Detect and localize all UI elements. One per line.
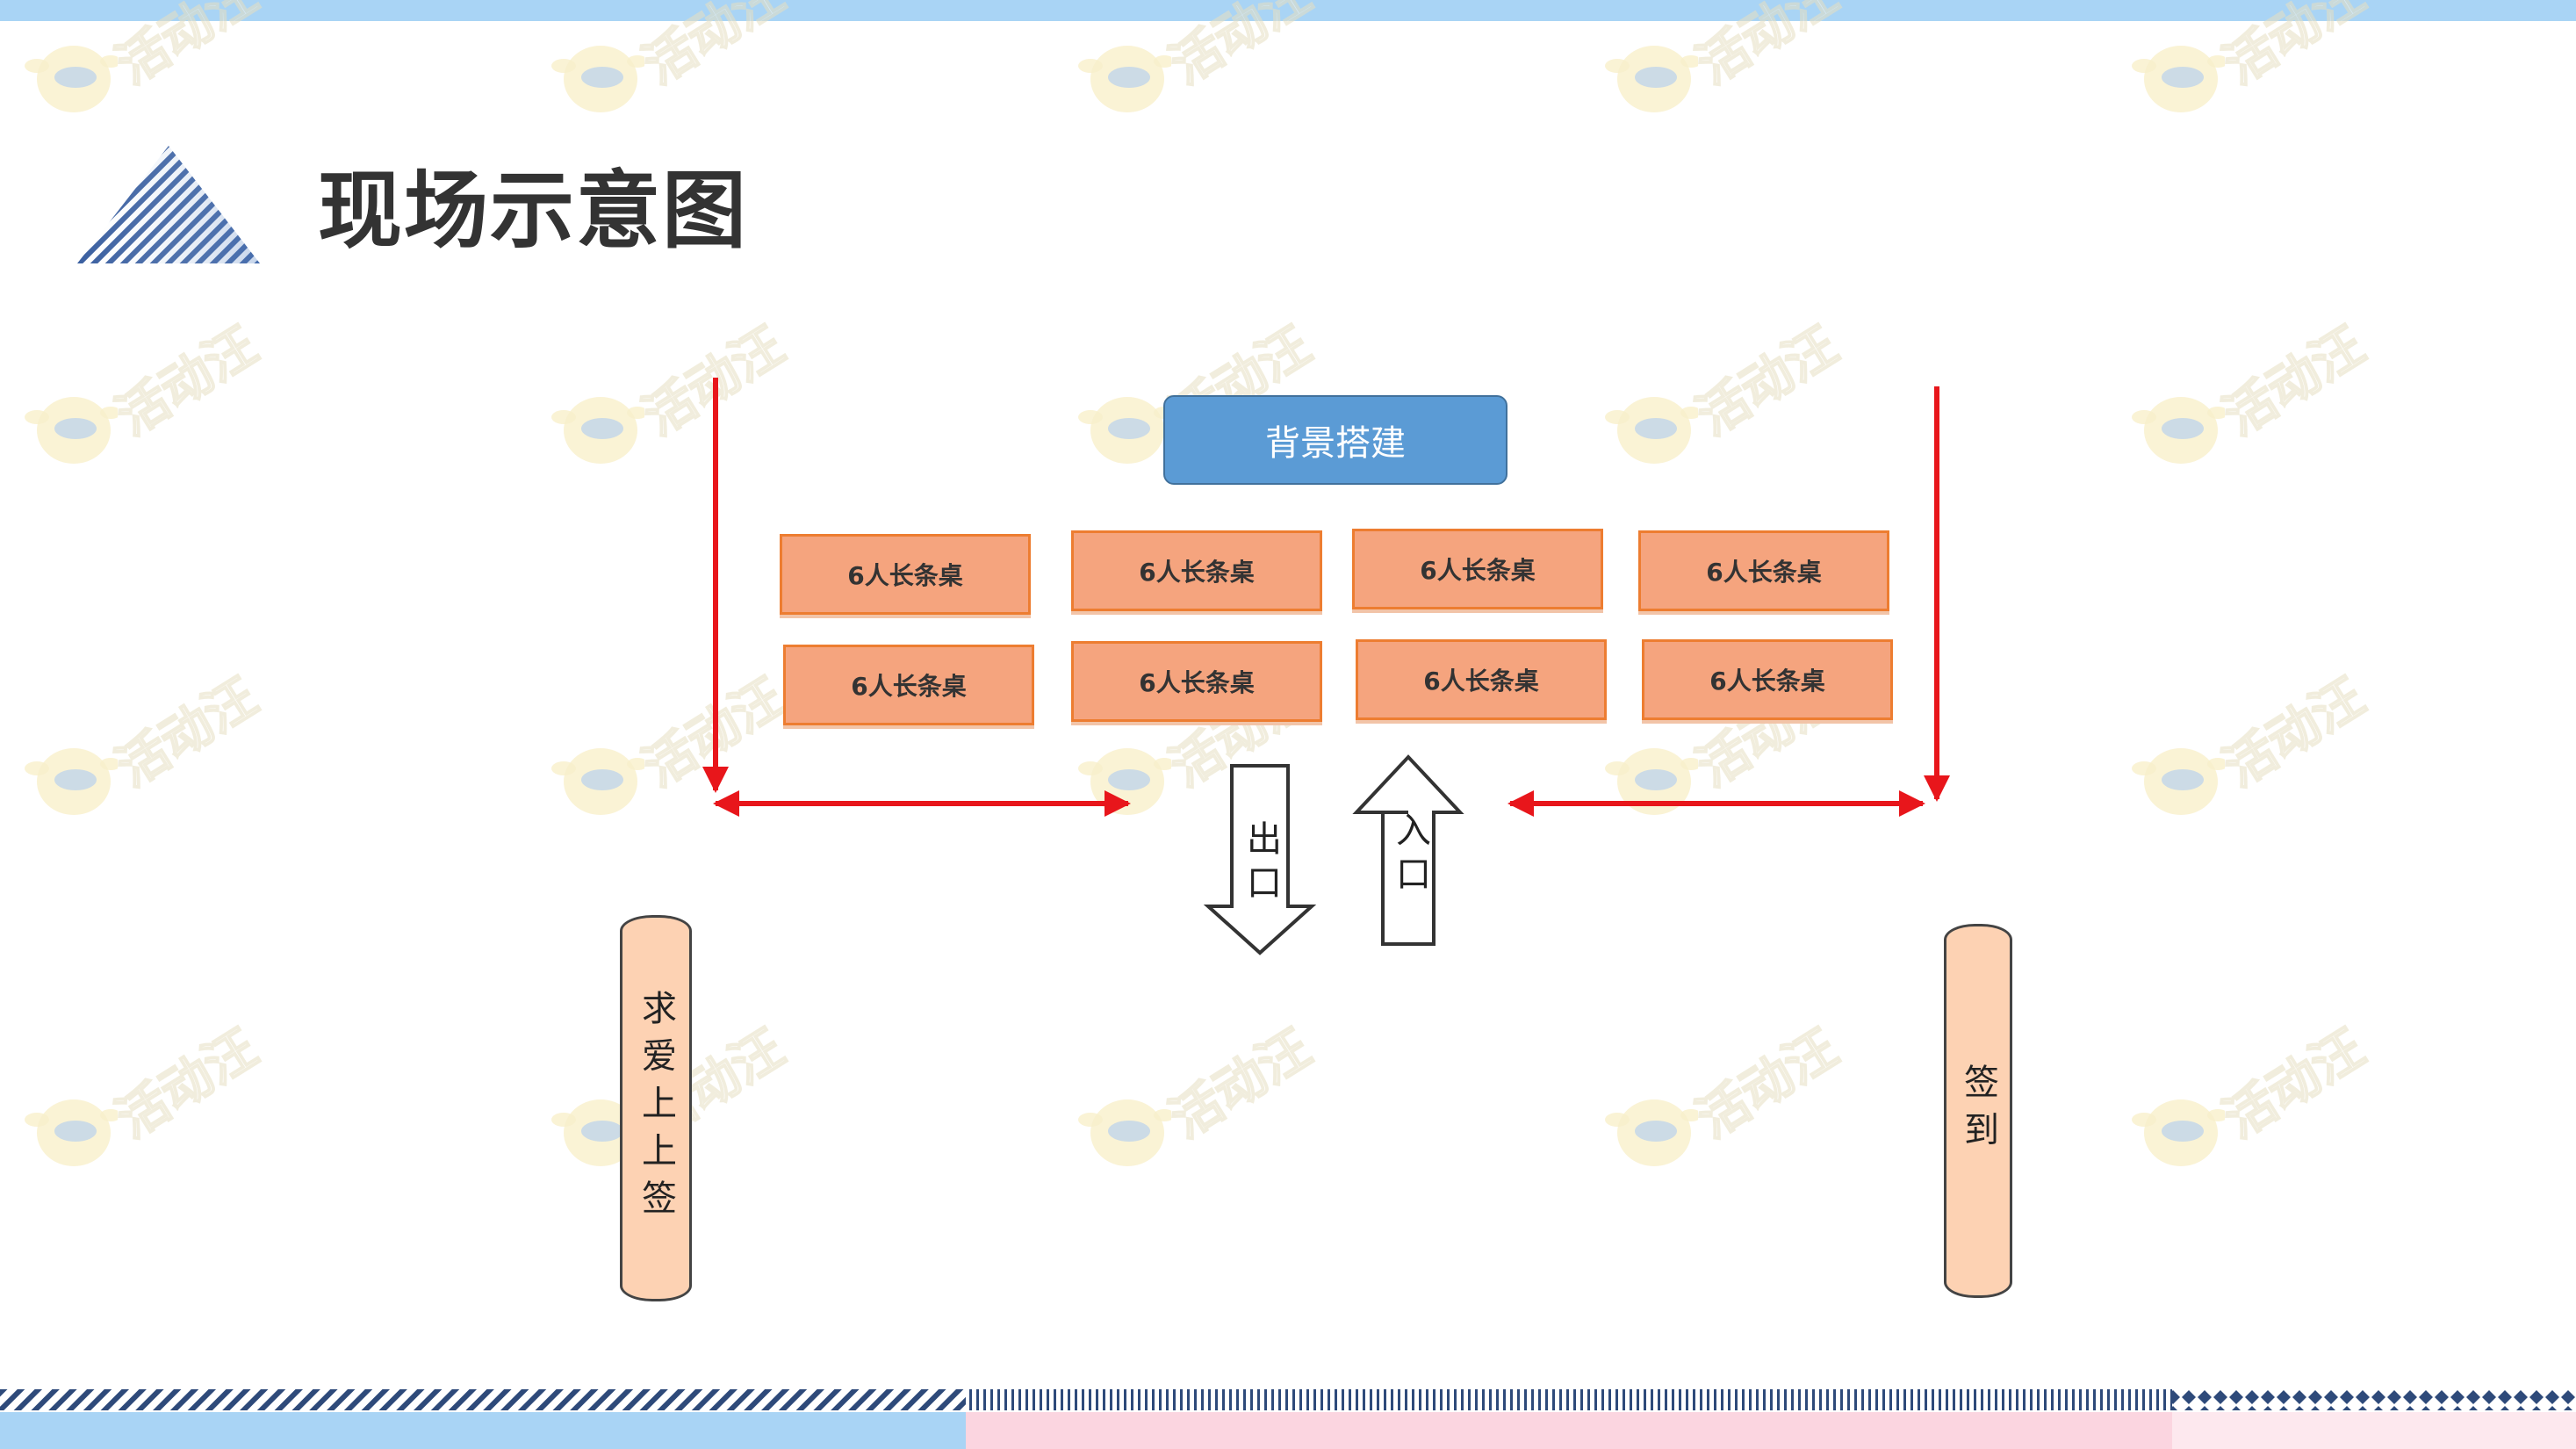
bottom-decor-bar bbox=[0, 1389, 2576, 1449]
mascot-icon bbox=[25, 748, 121, 815]
table-box: 6人长条桌 bbox=[783, 645, 1034, 725]
right-banner-text: 签到 bbox=[1958, 1063, 1998, 1158]
watermark: 活动汪 bbox=[2128, 0, 2375, 176]
entrance-arrow-shape bbox=[1352, 754, 1464, 946]
mascot-icon bbox=[2132, 1099, 2228, 1166]
page-title: 现场示意图 bbox=[318, 162, 748, 260]
mascot-icon bbox=[25, 46, 121, 112]
table-box: 6人长条桌 bbox=[1071, 641, 1322, 722]
entrance-label: 入口 bbox=[1390, 811, 1430, 899]
watermark: 活动汪 bbox=[1075, 1017, 1321, 1229]
mascot-icon bbox=[1605, 397, 1702, 464]
watermark: 活动汪 bbox=[1601, 314, 1848, 527]
watermark: 活动汪 bbox=[1601, 0, 1848, 176]
top-accent-bar bbox=[0, 0, 2576, 21]
right-banner: 签到 bbox=[1944, 924, 2012, 1298]
mascot-icon bbox=[1078, 397, 1175, 464]
mascot-icon bbox=[551, 397, 648, 464]
table-box: 6人长条桌 bbox=[1352, 529, 1603, 609]
watermark: 活动汪 bbox=[21, 0, 268, 176]
watermark: 活动汪 bbox=[1075, 314, 1321, 527]
mascot-icon bbox=[551, 748, 648, 815]
watermark: 活动汪 bbox=[2128, 1017, 2375, 1229]
mascot-icon bbox=[1605, 1099, 1702, 1166]
mascot-icon bbox=[25, 397, 121, 464]
table-box: 6人长条桌 bbox=[1642, 639, 1893, 720]
watermark: 活动汪 bbox=[1601, 1017, 1848, 1229]
mascot-icon bbox=[2132, 397, 2228, 464]
watermark: 活动汪 bbox=[548, 1017, 795, 1229]
mascot-icon bbox=[1078, 46, 1175, 112]
exit-label: 出口 bbox=[1241, 820, 1281, 908]
striped-triangle-icon bbox=[77, 146, 260, 263]
watermark: 活动汪 bbox=[21, 1017, 268, 1229]
backdrop-box: 背景搭建 bbox=[1163, 395, 1507, 485]
watermark: 活动汪 bbox=[548, 314, 795, 527]
mascot-icon bbox=[551, 46, 648, 112]
watermark: 活动汪 bbox=[1075, 0, 1321, 176]
table-box: 6人长条桌 bbox=[1638, 530, 1889, 611]
mascot-icon bbox=[1078, 1099, 1175, 1166]
mascot-icon bbox=[25, 1099, 121, 1166]
watermark: 活动汪 bbox=[548, 666, 795, 878]
left-banner: 求爱上上签 bbox=[620, 915, 692, 1301]
exit-arrow-shape bbox=[1203, 764, 1317, 955]
mascot-icon bbox=[1605, 46, 1702, 112]
mascot-icon bbox=[2132, 46, 2228, 112]
table-box: 6人长条桌 bbox=[780, 534, 1031, 615]
watermark: 活动汪 bbox=[21, 314, 268, 527]
mascot-icon bbox=[2132, 748, 2228, 815]
watermark: 活动汪 bbox=[2128, 666, 2375, 878]
table-box: 6人长条桌 bbox=[1356, 639, 1607, 720]
watermark: 活动汪 bbox=[21, 666, 268, 878]
left-banner-text: 求爱上上签 bbox=[636, 990, 676, 1227]
watermark: 活动汪 bbox=[548, 0, 795, 176]
table-box: 6人长条桌 bbox=[1071, 530, 1322, 611]
mascot-icon bbox=[551, 1099, 648, 1166]
watermark: 活动汪 bbox=[2128, 314, 2375, 527]
